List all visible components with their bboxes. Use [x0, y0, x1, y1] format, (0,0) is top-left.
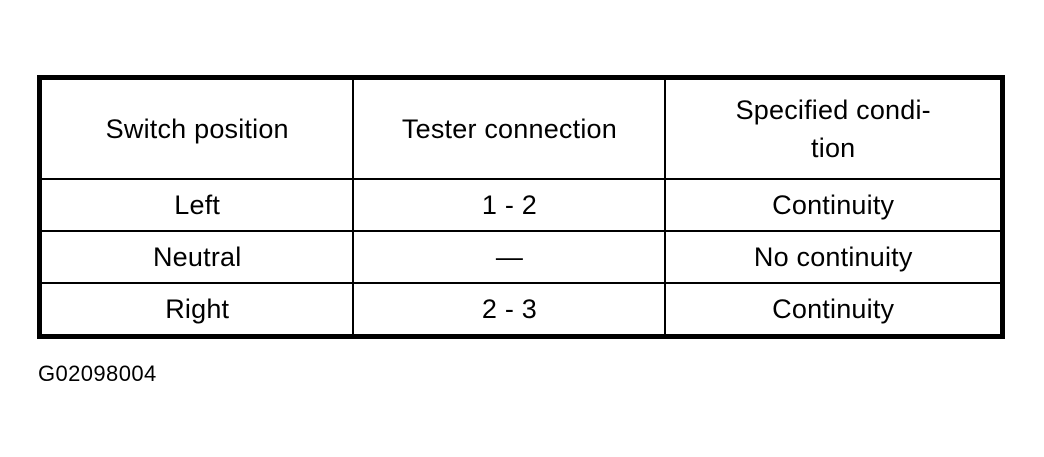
cell-tester-connection: 2 - 3	[352, 282, 667, 338]
cell-switch-position: Neutral	[38, 230, 355, 284]
cell-switch-position: Left	[38, 178, 355, 232]
figure-id-caption: G02098004	[38, 361, 157, 386]
table-row: Neutral — No continuity	[38, 230, 1004, 284]
column-header-tester-connection-text: Tester connection	[401, 114, 617, 144]
column-header-specified-condition: Specified condi- tion	[664, 76, 1004, 180]
column-header-specified-condition-line1: Specified condi-	[735, 95, 931, 125]
cell-specified-condition: No continuity	[664, 230, 1004, 284]
table-body: Left 1 - 2 Continuity Neutral — No conti…	[38, 178, 1004, 338]
switch-continuity-table: Switch position Tester connection Specif…	[37, 75, 1005, 339]
spec-table-container: Switch position Tester connection Specif…	[37, 75, 1005, 339]
table-header: Switch position Tester connection Specif…	[38, 76, 1004, 180]
table-header-row: Switch position Tester connection Specif…	[38, 76, 1004, 180]
cell-specified-condition: Continuity	[664, 178, 1004, 232]
table-row: Left 1 - 2 Continuity	[38, 178, 1004, 232]
table-row: Right 2 - 3 Continuity	[38, 282, 1004, 338]
cell-tester-connection: 1 - 2	[352, 178, 667, 232]
column-header-tester-connection: Tester connection	[352, 76, 667, 180]
cell-switch-position: Right	[38, 282, 355, 338]
column-header-switch-position: Switch position	[38, 76, 355, 180]
column-header-switch-position-text: Switch position	[105, 114, 289, 144]
cell-tester-connection: —	[352, 230, 667, 284]
cell-specified-condition: Continuity	[664, 282, 1004, 338]
column-header-specified-condition-line2: tion	[811, 133, 856, 163]
